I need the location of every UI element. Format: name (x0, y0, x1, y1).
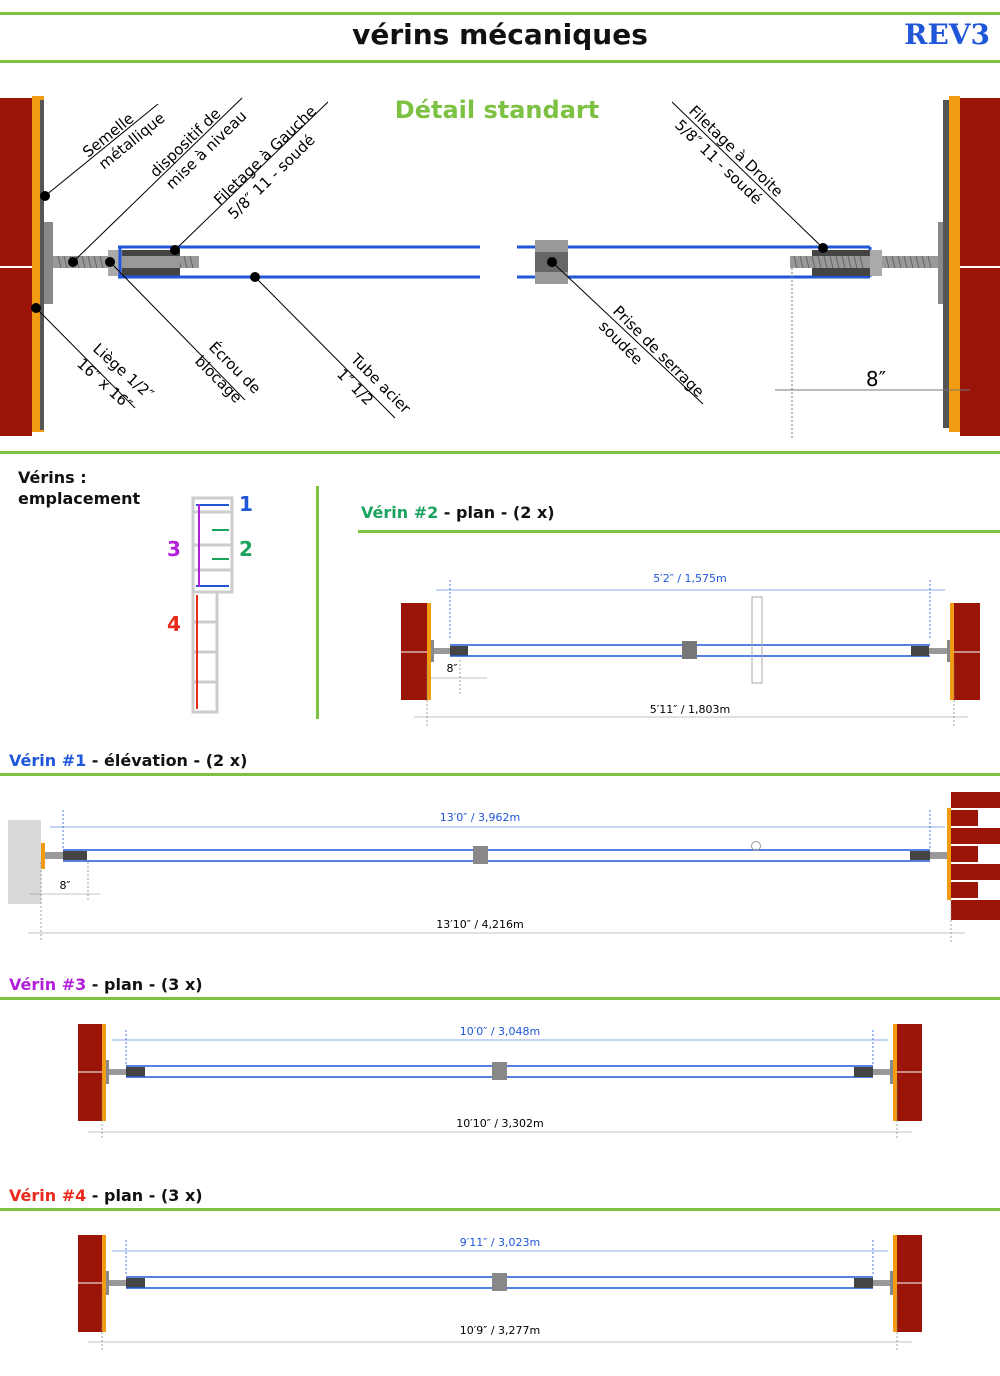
detail-title: Détail standart (395, 96, 599, 124)
verin1-heading: Vérin #1 - élévation - (2 x) (9, 751, 247, 770)
verin2-heading: Vérin #2 - plan - (2 x) (361, 503, 555, 522)
verin4-inner-dim: 9′11″ / 3,023m (460, 1236, 541, 1249)
verin3-heading: Vérin #3 - plan - (3 x) (9, 975, 203, 994)
loc-num-2: 2 (239, 537, 253, 561)
section-divider (316, 486, 319, 719)
verin1-name: Vérin #1 (9, 751, 87, 770)
location-title-1: Vérins : (18, 468, 87, 487)
verin3-name: Vérin #3 (9, 975, 87, 994)
verin4-diagram: 9′11″ / 3,023m 10′9″ / 3,277m (78, 1235, 922, 1350)
location-title-2: emplacement (18, 489, 141, 508)
header-rule-top (0, 12, 1000, 15)
verin4-name: Vérin #4 (9, 1186, 87, 1205)
location-map: 1 2 3 4 (167, 492, 253, 714)
verin3-rest: - plan - (3 x) (86, 975, 203, 994)
verin2-rule (358, 530, 1000, 533)
verin1-left-post (8, 820, 41, 904)
loc-num-3: 3 (167, 537, 181, 561)
verin3-inner-dim: 10′0″ / 3,048m (460, 1025, 541, 1038)
verin3-outer-dim: 10′10″ / 3,302m (456, 1117, 544, 1130)
loc-num-4: 4 (167, 612, 181, 636)
verin3-rule (0, 997, 1000, 1000)
lock-nut-right (870, 250, 882, 276)
loc-num-1: 1 (239, 492, 253, 516)
verin2-inner-dim: 5′2″ / 1,575m (653, 572, 727, 585)
verin2-small-dim: 8″ (446, 662, 457, 675)
verin1-rule (0, 773, 1000, 776)
verin1-diagram: 13′0″ / 3,962m 13′10″ / 4,216m 8″ (8, 792, 1000, 942)
verin1-right-wall (951, 792, 1000, 920)
verin2-rest: - plan - (2 x) (438, 503, 555, 522)
header-rule-bottom (0, 60, 1000, 63)
verin4-heading: Vérin #4 - plan - (3 x) (9, 1186, 203, 1205)
left-steel-plate (44, 222, 53, 304)
verin1-rest: - élévation - (2 x) (86, 751, 248, 770)
right-thread-rod (790, 256, 940, 268)
verin4-rule (0, 1208, 1000, 1211)
verin2-diagram: 5′2″ / 1,575m 5′11″ / 1,803m 8″ (401, 572, 980, 726)
verin3-diagram: 10′0″ / 3,048m 10′10″ / 3,302m (78, 1024, 922, 1138)
verin2-outer-dim: 5′11″ / 1,803m (650, 703, 731, 716)
verin1-inner-dim: 13′0″ / 3,962m (440, 811, 521, 824)
verin2-name: Vérin #2 (361, 503, 439, 522)
verin4-rest: - plan - (3 x) (86, 1186, 203, 1205)
page-title: vérins mécaniques (352, 18, 648, 51)
right-cork-pad (949, 96, 960, 432)
detail-diagram: Détail standart (0, 96, 1000, 440)
verin4-outer-dim: 10′9″ / 3,277m (460, 1324, 541, 1337)
detail-dim: 8″ (866, 367, 886, 391)
revision-badge: REV3 (904, 18, 990, 51)
section-rule-1 (0, 451, 1000, 454)
verin1-outer-dim: 13′10″ / 4,216m (436, 918, 524, 931)
verin1-small-dim: 8″ (59, 879, 70, 892)
